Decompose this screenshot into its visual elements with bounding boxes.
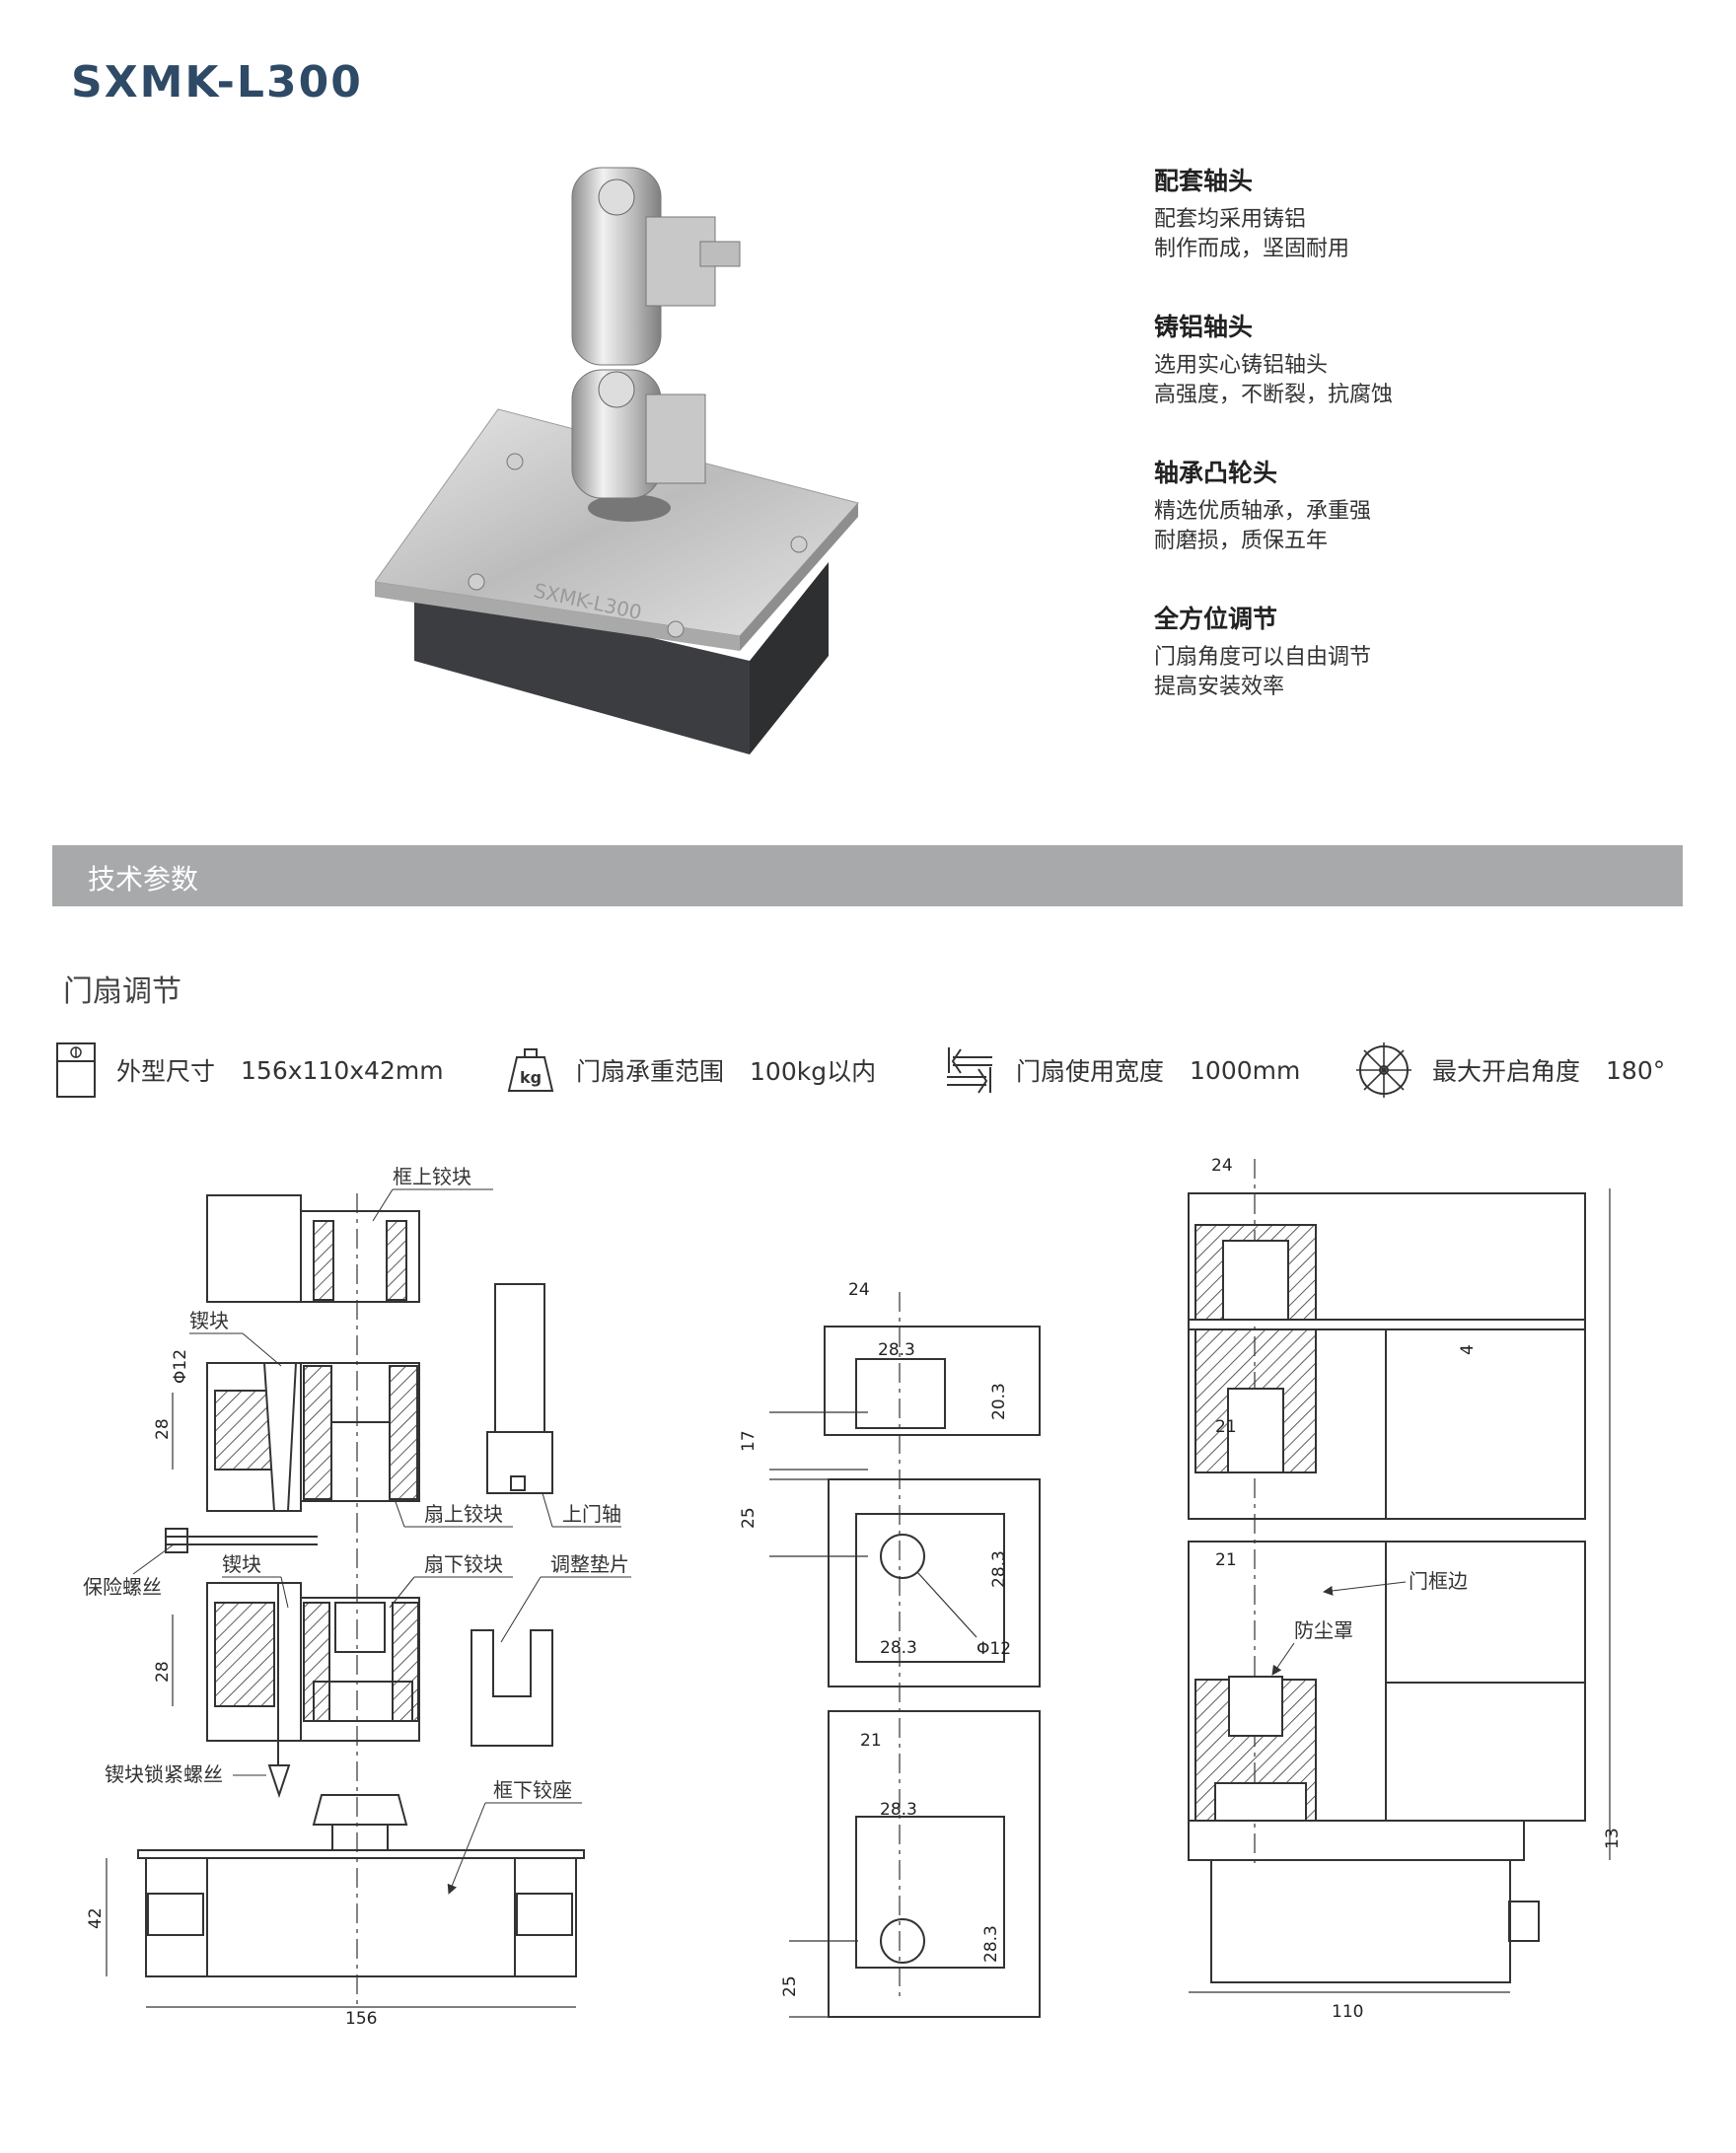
spec-item-dimension: 外型尺寸 156x110x42mm (55, 1041, 444, 1100)
dim-h17: 17 (739, 1430, 759, 1452)
dim-h25-a: 25 (739, 1507, 759, 1529)
feature-line: 制作而成，坚固耐用 (1154, 237, 1350, 261)
feature-line: 精选优质轴承，承重强 (1154, 499, 1372, 524)
dim-w156: 156 (345, 2009, 377, 2029)
dim-h28-3-b: 28.3 (981, 1925, 1001, 1963)
callout-floor-hinge-base: 框下铰座 (493, 1778, 572, 1802)
subsection-title: 门扇调节 (63, 974, 181, 1009)
dim-h28-bottom: 28 (153, 1661, 173, 1683)
dim-h28-3-a: 28.3 (989, 1550, 1009, 1588)
spec-item-width: 门扇使用宽度 1000mm (943, 1041, 1300, 1100)
section-view (1188, 1159, 1611, 1993)
feature-list: 配套轴头 配套均采用铸铝 制作而成，坚固耐用 铸铝轴头 选用实心铸铝轴头 高强度… (1154, 162, 1667, 746)
dim-h42: 42 (86, 1907, 106, 1929)
weight-icon-text: kg (520, 1068, 542, 1087)
dim-h25-b: 25 (780, 1975, 800, 1997)
dim-w28-3-b: 28.3 (880, 1638, 917, 1658)
page-title: SXMK-L300 (71, 57, 363, 108)
dim-w110: 110 (1332, 2002, 1363, 2022)
exploded-view-labels: 框上铰块 锲块 扇上铰块 上门轴 保险螺丝 锲块 扇下铰块 调整垫片 锲块锁紧螺… (83, 1165, 631, 2029)
dim-phi12: Φ12 (976, 1639, 1011, 1659)
screw-icon (506, 453, 524, 470)
callout-top-hinge-block: 框上铰块 (393, 1165, 471, 1188)
feature-title: 全方位调节 (1154, 605, 1278, 633)
feature-line: 选用实心铸铝轴头 (1154, 353, 1329, 378)
spec-item-angle: 最大开启角度 180° (1355, 1041, 1665, 1100)
callout-shim: 调整垫片 (550, 1552, 629, 1576)
callout-upper-leaf-hinge: 扇上铰块 (424, 1502, 503, 1526)
dim-w24: 24 (1211, 1156, 1233, 1176)
callout-dust-cover: 防尘罩 (1294, 1618, 1353, 1642)
dim-w21: 21 (860, 1731, 882, 1751)
top-views (769, 1292, 1041, 2018)
dim-w28-3-a: 28.3 (878, 1340, 915, 1360)
callout-lower-leaf-hinge: 扇下铰块 (424, 1552, 503, 1576)
angle-icon (1356, 1042, 1411, 1098)
feature-item: 轴承凸轮头 精选优质轴承，承重强 耐磨损，质保五年 (1154, 454, 1667, 556)
callout-wedge-top: 锲块 (189, 1309, 229, 1332)
dim-h28-top: 28 (153, 1418, 173, 1440)
callout-wedge-lock-screw: 锲块锁紧螺丝 (105, 1762, 223, 1786)
feature-line: 配套均采用铸铝 (1154, 207, 1307, 232)
dimension-icon (56, 1042, 96, 1098)
dim-h20-3: 20.3 (989, 1383, 1009, 1420)
spec-value: 180° (1606, 1055, 1666, 1085)
spec-label: 外型尺寸 (116, 1057, 216, 1086)
dim-w28-3-c: 28.3 (880, 1800, 917, 1820)
feature-line: 提高安装效率 (1154, 675, 1285, 699)
feature-item: 配套轴头 配套均采用铸铝 制作而成，坚固耐用 (1154, 162, 1667, 264)
spec-value: 100kg以内 (750, 1057, 877, 1086)
dim-h4: 4 (1458, 1344, 1478, 1355)
dim-phi12: Φ12 (171, 1349, 190, 1384)
feature-line: 高强度，不断裂，抗腐蚀 (1154, 383, 1394, 407)
spec-value: 1000mm (1190, 1055, 1301, 1085)
feature-line: 门扇角度可以自由调节 (1154, 645, 1372, 670)
feature-item: 全方位调节 门扇角度可以自由调节 提高安装效率 (1154, 600, 1667, 702)
screw-icon (790, 536, 808, 553)
callout-safety-screw: 保险螺丝 (83, 1575, 162, 1599)
callout-wedge-bottom: 锲块 (222, 1552, 261, 1576)
section-header-bar: 技术参数 (52, 845, 1683, 906)
spec-value: 156x110x42mm (241, 1055, 444, 1085)
screw-icon (468, 573, 485, 591)
feature-title: 铸铝轴头 (1154, 313, 1254, 341)
feature-title: 配套轴头 (1154, 167, 1254, 195)
exploded-view (106, 1193, 585, 2008)
dim-h13: 13 (1603, 1828, 1623, 1849)
spec-label: 最大开启角度 (1432, 1057, 1581, 1086)
spec-row: 外型尺寸 156x110x42mm kg 门扇承重范围 100kg以内 门扇使用… (55, 1041, 1683, 1100)
callout-frame-edge: 门框边 (1409, 1569, 1468, 1593)
product-photo: SXMK-L300 (375, 167, 859, 754)
spec-label: 门扇使用宽度 (1016, 1057, 1165, 1086)
width-icon (947, 1047, 992, 1094)
callout-upper-pivot: 上门轴 (562, 1502, 621, 1526)
dim-w24: 24 (848, 1280, 870, 1300)
top-views-labels: 24 28.3 20.3 17 25 28.3 28.3 Φ12 21 28.3… (739, 1280, 1011, 1997)
section-title: 技术参数 (88, 863, 199, 896)
spec-item-weight: kg 门扇承重范围 100kg以内 (505, 1041, 876, 1100)
feature-item: 铸铝轴头 选用实心铸铝轴头 高强度，不断裂，抗腐蚀 (1154, 308, 1667, 410)
dim-w21-a: 21 (1215, 1417, 1237, 1437)
feature-line: 耐磨损，质保五年 (1154, 529, 1329, 553)
section-view-labels: 24 4 21 21 门框边 防尘罩 13 110 (1211, 1156, 1623, 2022)
technical-drawings: 框上铰块 锲块 扇上铰块 上门轴 保险螺丝 锲块 扇下铰块 调整垫片 锲块锁紧螺… (83, 1156, 1623, 2029)
spec-label: 门扇承重范围 (576, 1057, 725, 1086)
weight-icon: kg (507, 1048, 554, 1092)
feature-title: 轴承凸轮头 (1154, 459, 1278, 487)
dim-w21-b: 21 (1215, 1550, 1237, 1570)
screw-icon (667, 620, 685, 638)
